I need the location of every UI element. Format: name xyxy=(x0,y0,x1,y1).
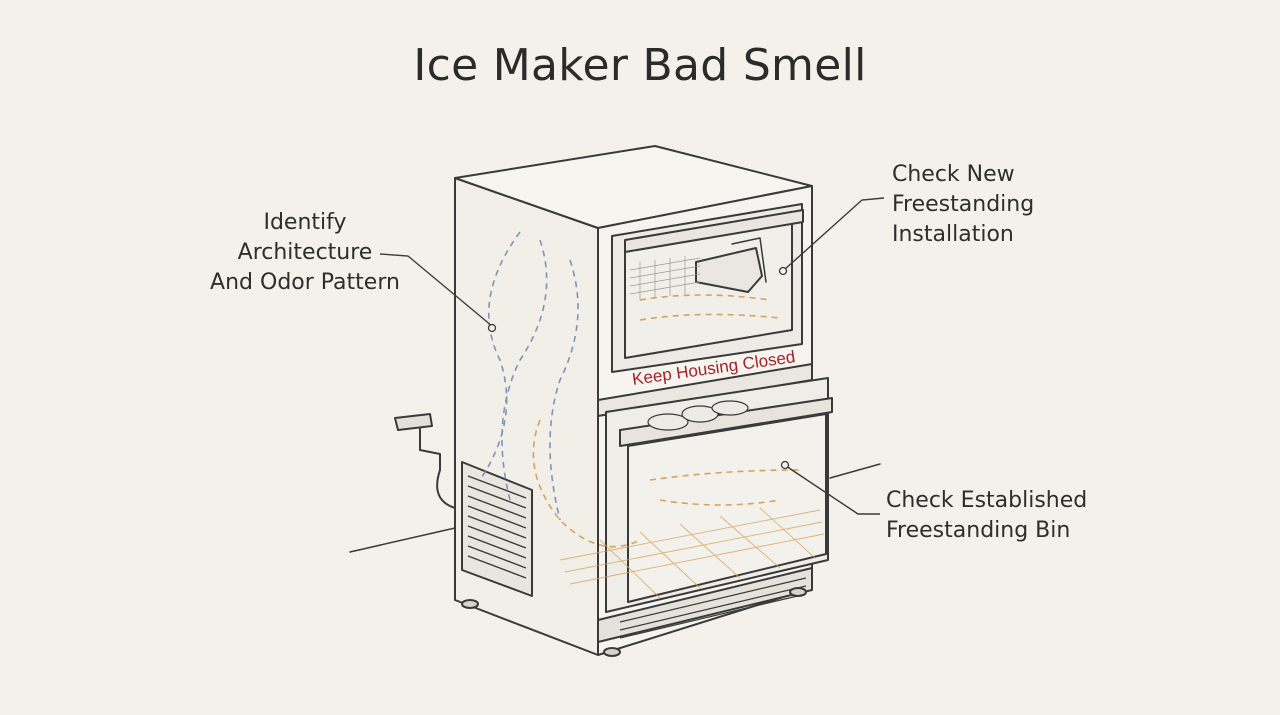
callout-bin: Check Established Freestanding Bin xyxy=(886,486,1087,546)
callout-line: Freestanding Bin xyxy=(886,518,1071,543)
callout-line: Freestanding xyxy=(892,192,1035,217)
airflow-blue xyxy=(479,231,579,521)
callout-dot-top-right xyxy=(778,266,788,276)
floor-line-left xyxy=(349,527,456,553)
grille-slats xyxy=(619,577,807,639)
side-vent xyxy=(461,461,533,597)
floor-line-right xyxy=(829,463,881,479)
water-valve xyxy=(394,413,433,431)
foot xyxy=(603,647,621,657)
leader-bottom-right xyxy=(785,465,880,515)
callout-architecture: Identify Architecture And Odor Pattern xyxy=(200,208,410,298)
evaporator-tray xyxy=(695,247,763,293)
bin-window xyxy=(627,413,827,603)
evaporator-mesh xyxy=(629,256,701,300)
leader-top-right xyxy=(783,197,885,271)
bin-handle xyxy=(619,397,833,447)
page-title: Ice Maker Bad Smell xyxy=(413,40,867,91)
callout-line: Check New xyxy=(892,162,1015,187)
callout-dot-bottom-right xyxy=(780,460,790,470)
foot xyxy=(461,599,479,609)
callout-line: Identify xyxy=(263,210,347,235)
upper-handle xyxy=(624,209,804,253)
airflow-orange xyxy=(532,294,801,548)
base-grille xyxy=(597,567,813,643)
callout-line: Installation xyxy=(892,222,1014,247)
callout-line: Architecture xyxy=(237,240,373,265)
callout-dot-left xyxy=(487,323,497,333)
leader-left xyxy=(379,253,493,327)
callout-line: And Odor Pattern xyxy=(210,270,400,295)
callout-line: Check Established xyxy=(886,488,1088,513)
callout-installation: Check New Freestanding Installation xyxy=(892,160,1034,250)
callout-leaders xyxy=(379,197,885,515)
ice-cubes xyxy=(647,400,749,431)
vent-slats xyxy=(467,475,527,579)
bin-floor-grid xyxy=(559,507,825,599)
